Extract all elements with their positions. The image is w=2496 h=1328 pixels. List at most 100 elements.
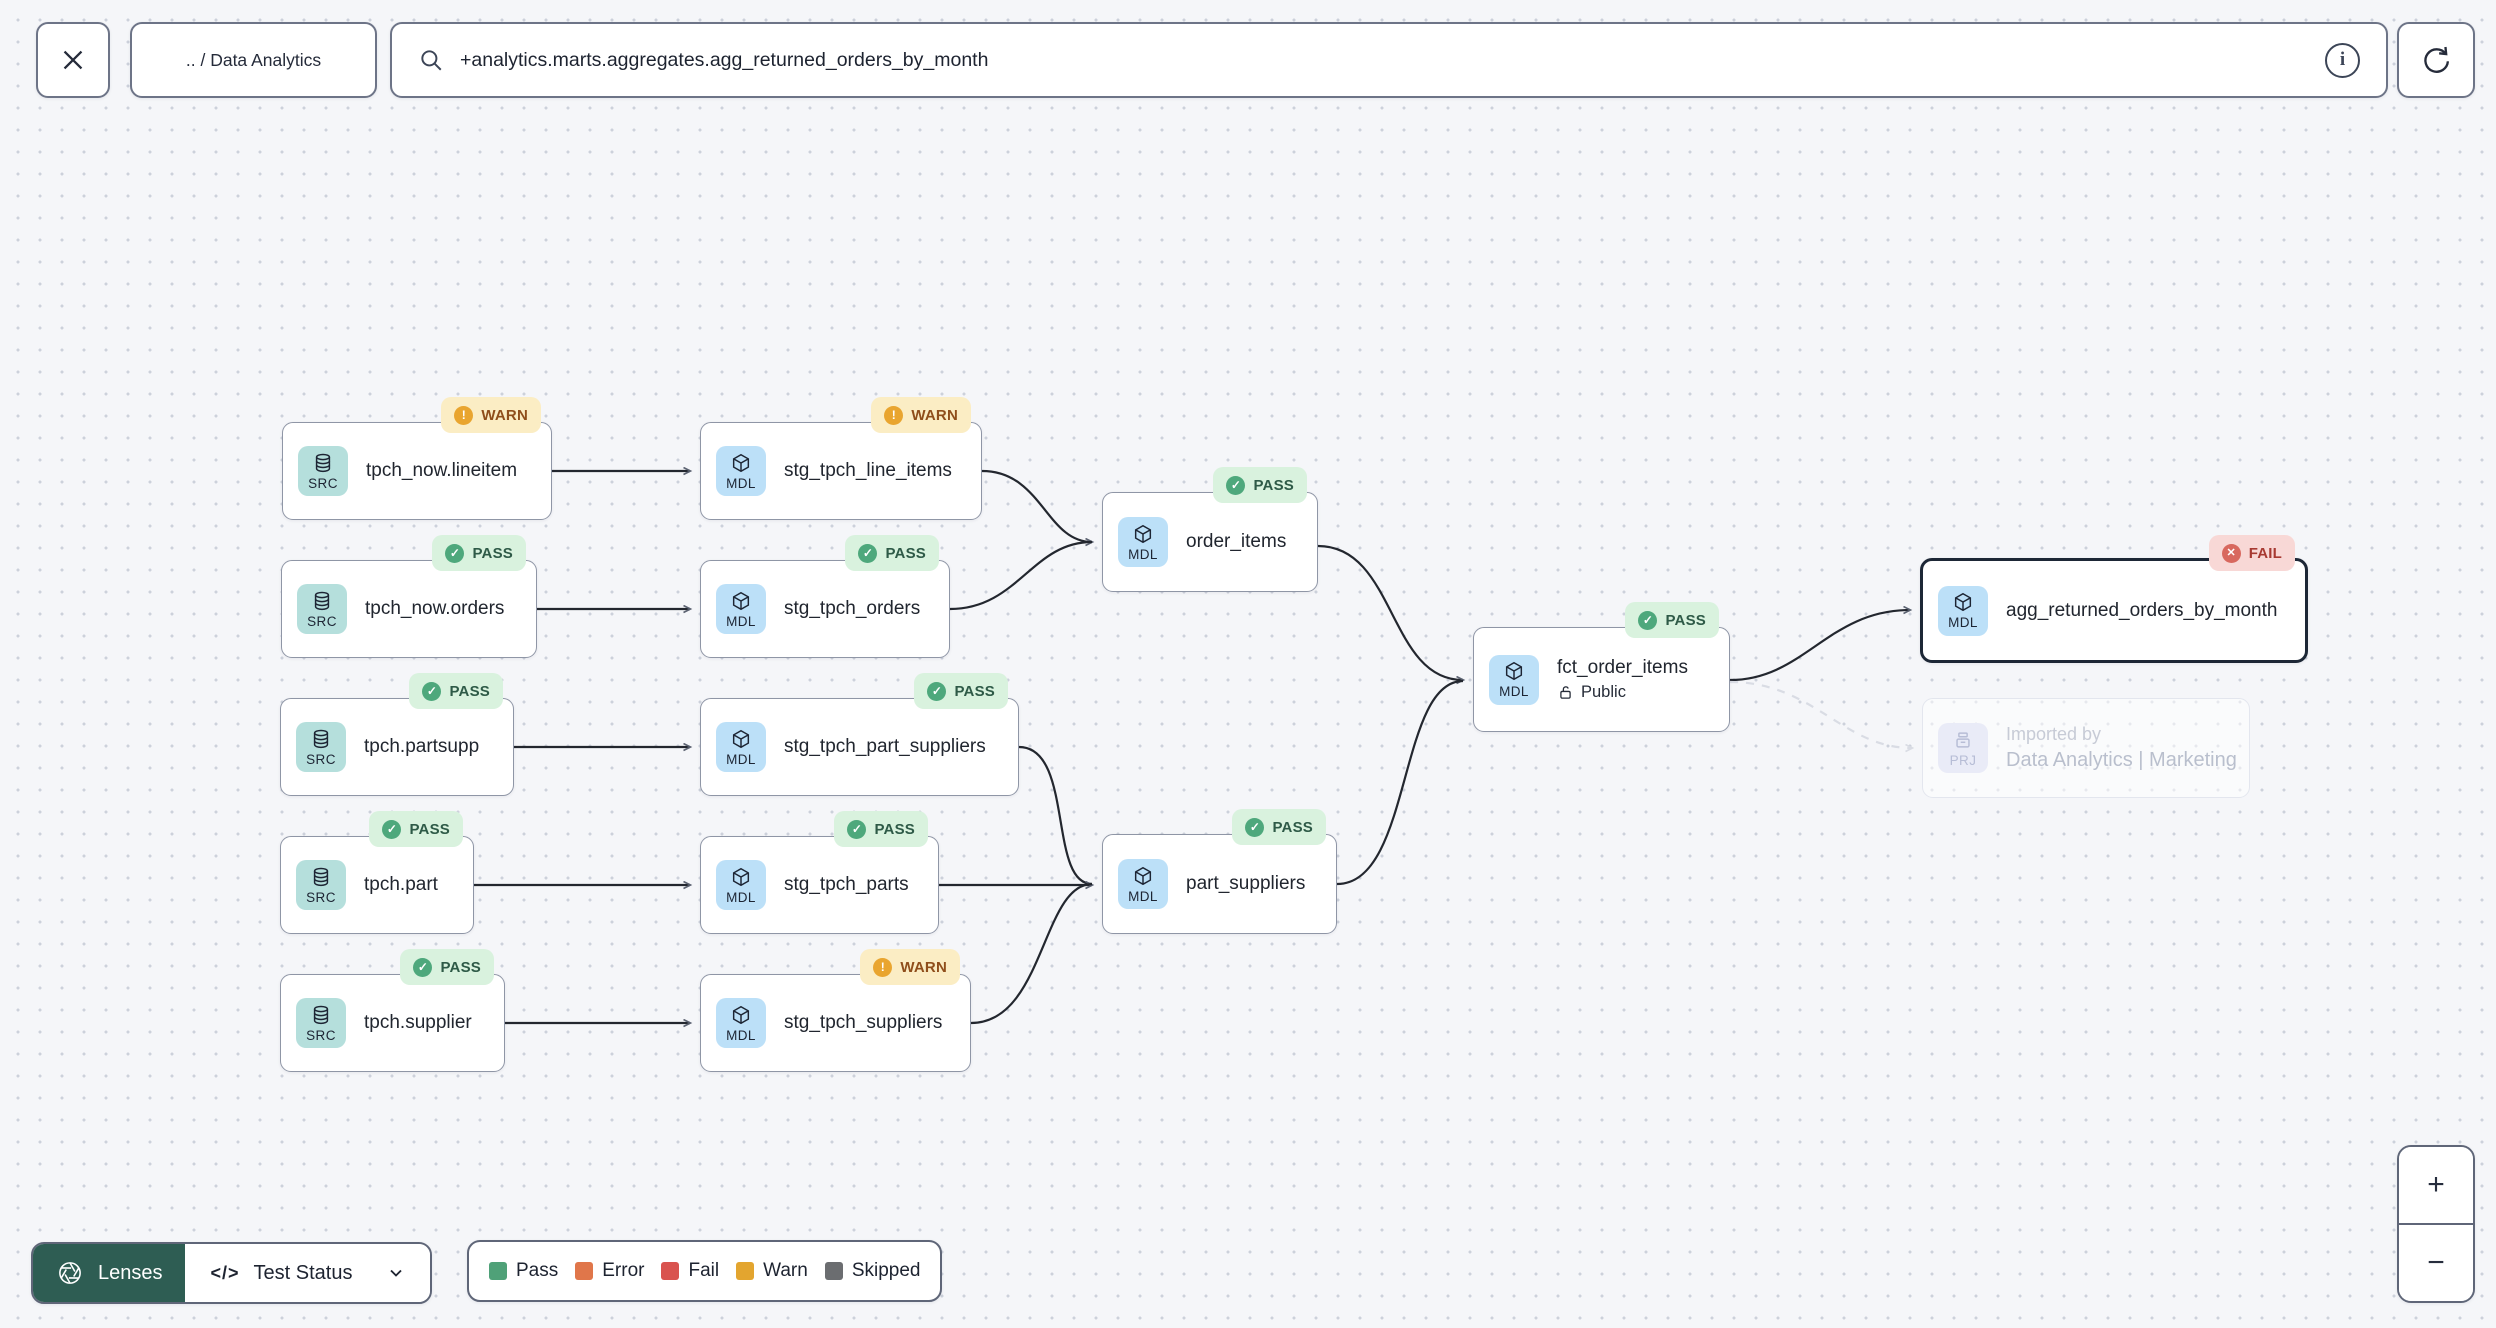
cube-icon: [732, 867, 750, 886]
edge-stg-orders-to-order-items: [949, 540, 1093, 611]
node-type-label: MDL: [1128, 546, 1158, 562]
model-type-icon: MDL: [716, 860, 766, 910]
badge-label: PASS: [1272, 818, 1313, 836]
refresh-button[interactable]: [2397, 22, 2475, 98]
node-stg-tpch-orders[interactable]: PASS MDL stg_tpch_orders: [700, 535, 950, 658]
edge-stg-part-suppliers-to-part-suppliers: [1018, 745, 1093, 886]
badge-label: WARN: [911, 406, 958, 424]
node-label: stg_tpch_part_suppliers: [784, 736, 986, 757]
node-label: tpch.partsupp: [364, 736, 480, 757]
node-label: tpch_now.lineitem: [366, 460, 518, 481]
zoom-in-button[interactable]: +: [2399, 1147, 2473, 1223]
node-type-label: SRC: [306, 889, 336, 905]
badge-label: PASS: [472, 544, 513, 562]
edge-stg-line-items-to-order-items: [981, 469, 1092, 542]
database-icon: [313, 729, 329, 748]
badge-label: PASS: [409, 820, 450, 838]
model-type-icon: MDL: [1118, 859, 1168, 909]
breadcrumb[interactable]: .. / Data Analytics: [130, 22, 377, 98]
node-stg-tpch-line-items[interactable]: WARN MDL stg_tpch_line_items: [700, 397, 982, 520]
database-icon: [313, 867, 329, 886]
node-type-label: PRJ: [1949, 752, 1977, 768]
node-tpch-partsupp[interactable]: PASS SRC tpch.partsupp: [280, 673, 514, 796]
lenses-control: Lenses </> Test Status: [31, 1242, 433, 1304]
badge-label: WARN: [481, 406, 528, 424]
cube-icon: [732, 591, 750, 610]
badge-label: WARN: [900, 958, 947, 976]
lenses-button[interactable]: Lenses: [33, 1244, 185, 1302]
node-tpch-now-lineitem[interactable]: WARN SRC tpch_now.lineitem: [282, 397, 552, 520]
node-part-suppliers[interactable]: PASS MDL part_suppliers: [1102, 809, 1337, 934]
database-icon: [315, 453, 331, 472]
edge-fct-order-items-to-imported-project: [1729, 680, 1912, 748]
node-type-label: SRC: [308, 475, 338, 491]
lock-open-icon: [1560, 686, 1571, 699]
node-type-label: MDL: [726, 889, 756, 905]
node-label: order_items: [1186, 531, 1287, 552]
close-button[interactable]: [36, 22, 110, 98]
error-swatch: [575, 1262, 594, 1280]
node-stg-tpch-suppliers[interactable]: WARN MDL stg_tpch_suppliers: [700, 949, 971, 1072]
node-stg-tpch-parts[interactable]: PASS MDL stg_tpch_parts: [700, 811, 939, 934]
lineage-search[interactable]: [390, 22, 2388, 98]
node-type-label: SRC: [307, 613, 337, 629]
access-row: Public: [1557, 683, 1688, 702]
node-type-label: MDL: [726, 1027, 756, 1043]
warn-icon: [873, 957, 893, 977]
search-input[interactable]: [460, 48, 2309, 72]
node-type-label: SRC: [306, 751, 336, 767]
fail-icon: [2221, 543, 2241, 563]
pass-icon: [927, 681, 947, 701]
warn-swatch: [736, 1262, 755, 1280]
model-type-icon: MDL: [716, 998, 766, 1048]
status-badge: FAIL: [2208, 535, 2295, 571]
pass-icon: [847, 819, 867, 839]
pass-icon: [1638, 610, 1658, 630]
node-label: fct_order_items: [1557, 657, 1688, 678]
database-icon: [314, 591, 330, 610]
node-fct-order-items[interactable]: PASS MDL fct_order_items Public: [1473, 602, 1730, 732]
model-type-icon: MDL: [716, 584, 766, 634]
node-label: stg_tpch_parts: [784, 874, 909, 895]
edge-part-suppliers-to-fct-order-items: [1336, 679, 1464, 886]
breadcrumb-label: .. / Data Analytics: [185, 49, 322, 70]
warn-icon: [454, 405, 474, 425]
pass-swatch: [489, 1262, 507, 1280]
node-imported-by-project[interactable]: PRJ Imported by Data Analytics | Marketi…: [1922, 698, 2250, 798]
node-tpch-now-orders[interactable]: PASS SRC tpch_now.orders: [281, 535, 537, 658]
cube-icon: [1505, 662, 1523, 681]
node-tpch-part[interactable]: PASS SRC tpch.part: [280, 811, 474, 934]
test-status-label: Test Status: [253, 1261, 353, 1284]
status-badge: WARN: [441, 397, 541, 433]
legend-item-error: Error: [575, 1260, 644, 1282]
node-type-label: MDL: [726, 751, 756, 767]
test-status-dropdown[interactable]: </> Test Status: [184, 1244, 431, 1302]
model-type-icon: MDL: [1489, 654, 1539, 705]
pass-icon: [1226, 475, 1246, 495]
node-tpch-supplier[interactable]: PASS SRC tpch.supplier: [280, 949, 505, 1072]
info-icon[interactable]: [2325, 42, 2360, 78]
status-badge: PASS: [400, 949, 494, 985]
status-badge: PASS: [1213, 467, 1307, 503]
source-type-icon: SRC: [296, 860, 346, 910]
node-agg-returned-orders-by-month[interactable]: FAIL MDL agg_returned_orders_by_month: [1920, 535, 2308, 663]
legend-item-fail: Fail: [661, 1260, 719, 1282]
badge-label: PASS: [1665, 611, 1706, 629]
aperture-icon: [59, 1262, 81, 1284]
status-badge: WARN: [860, 949, 960, 985]
edge-order-items-to-fct-order-items: [1317, 544, 1463, 680]
pass-icon: [422, 681, 442, 701]
pass-icon: [445, 543, 465, 563]
source-type-icon: SRC: [297, 584, 347, 634]
fail-swatch: [661, 1262, 680, 1280]
badge-label: FAIL: [2248, 544, 2282, 562]
badge-label: PASS: [885, 544, 926, 562]
legend-label: Error: [602, 1260, 645, 1281]
node-stg-tpch-part-suppliers[interactable]: PASS MDL stg_tpch_part_suppliers: [700, 673, 1019, 796]
node-label: part_suppliers: [1186, 873, 1306, 894]
zoom-out-button[interactable]: −: [2399, 1223, 2473, 1301]
node-order-items[interactable]: PASS MDL order_items: [1102, 467, 1318, 592]
legend-label: Pass: [516, 1260, 559, 1281]
node-label: tpch_now.orders: [365, 598, 505, 619]
